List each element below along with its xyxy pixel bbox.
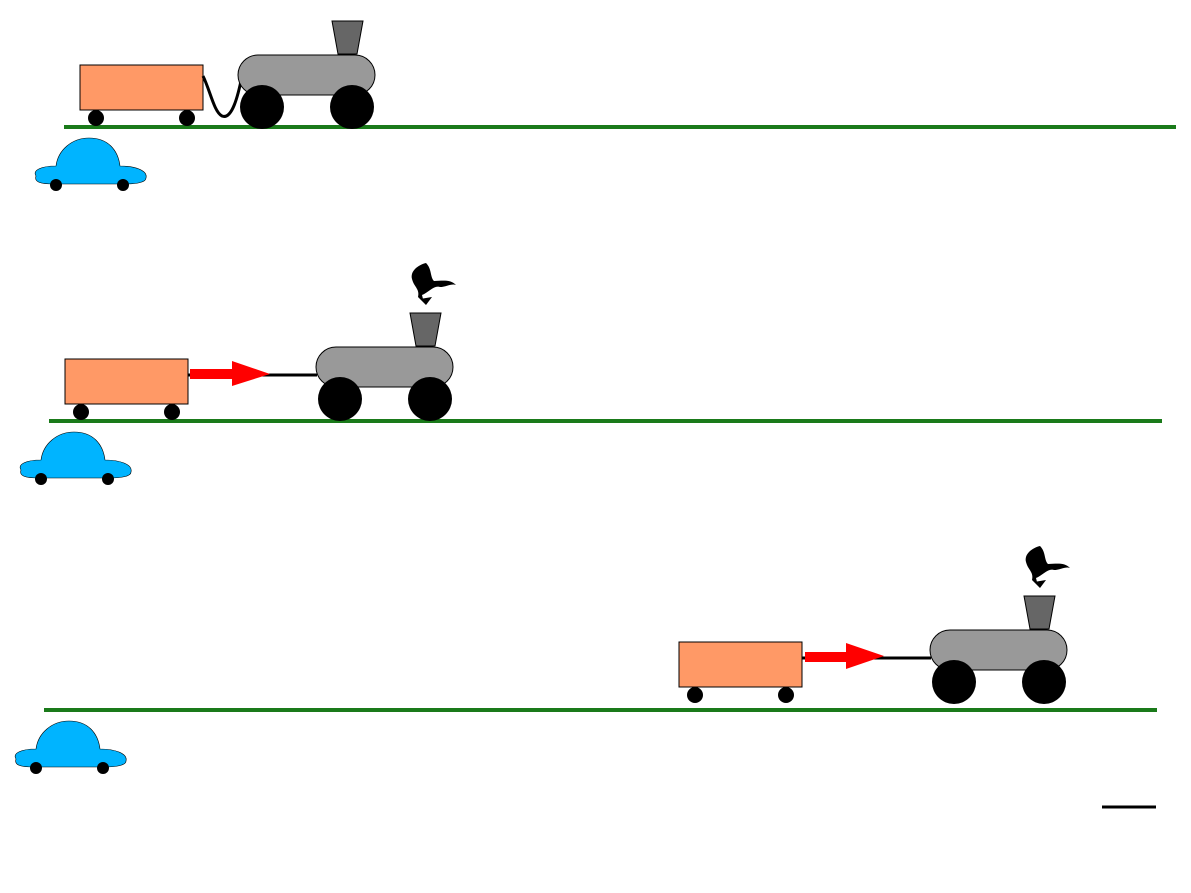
panel-taut-coupling: [19, 263, 1162, 486]
car-icon: [34, 137, 147, 192]
wagon-icon: [79, 64, 204, 127]
arrow-right-icon: [190, 361, 270, 386]
wagon-icon: [64, 358, 189, 421]
car-icon: [14, 720, 127, 775]
locomotive-icon: [237, 20, 376, 130]
car-icon: [19, 431, 132, 486]
panel-moved-right: [14, 546, 1157, 775]
locomotive-icon: [315, 312, 454, 422]
wagon-icon: [678, 641, 803, 704]
smoke-puff-icon: [1025, 546, 1070, 588]
slack-coupling-cable: [201, 75, 244, 118]
locomotive-icon: [929, 595, 1068, 705]
smoke-puff-icon: [411, 263, 456, 305]
arrow-right-icon: [805, 643, 884, 669]
panel-slack-coupling: [34, 20, 1176, 192]
